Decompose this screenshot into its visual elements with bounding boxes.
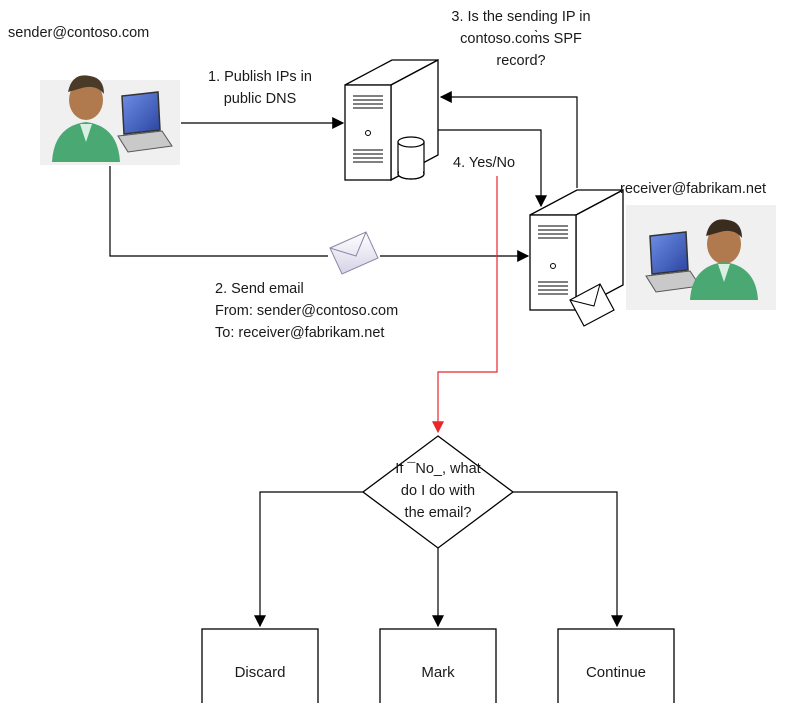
step2-line1: 2. Send email bbox=[215, 281, 304, 297]
step2-label: 2. Send email From: sender@contoso.com T… bbox=[215, 278, 398, 344]
receiver-person-icon bbox=[626, 205, 776, 310]
decision-line3: the email? bbox=[404, 505, 472, 521]
mark-box bbox=[379, 628, 497, 703]
arrow-to-decision bbox=[432, 176, 498, 434]
database-icon bbox=[397, 136, 425, 180]
continue-box bbox=[557, 628, 675, 703]
sender-person-icon bbox=[40, 75, 180, 165]
step4-label: 4. Yes/No bbox=[453, 155, 516, 171]
envelope-icon bbox=[329, 231, 379, 275]
arrow-send-email bbox=[109, 166, 328, 257]
decision-line1: If ¯No_, what bbox=[395, 461, 481, 477]
arrow-spf-query bbox=[439, 91, 578, 188]
step2-line3: To: receiver@fabrikam.net bbox=[215, 325, 385, 341]
arrow-continue bbox=[513, 491, 623, 628]
decision-line2: do I do with bbox=[400, 483, 476, 499]
step2-line2: From: sender@contoso.com bbox=[215, 303, 399, 319]
step3-line1: 3. Is the sending IP in bbox=[451, 9, 591, 25]
step3-label: 3. Is the sending IP in contoso.com̀s SP… bbox=[426, 6, 616, 72]
arrow-discard bbox=[254, 491, 363, 628]
decision-label: If ¯No_, what do I do with the email? bbox=[378, 458, 498, 524]
discard-box bbox=[201, 628, 319, 703]
step1-label: 1. Publish IPs in public DNS bbox=[198, 66, 322, 110]
step3-line3: record? bbox=[496, 53, 546, 69]
dns-server-icon bbox=[344, 58, 439, 182]
server-envelope-icon bbox=[569, 283, 615, 327]
sender-address: sender@contoso.com bbox=[8, 25, 150, 41]
discard-label: Discard bbox=[234, 664, 286, 681]
continue-label: Continue bbox=[585, 664, 647, 681]
step3-line2: contoso.com̀s SPF bbox=[460, 31, 582, 47]
mark-label: Mark bbox=[421, 664, 455, 681]
step1-line2: public DNS bbox=[223, 91, 297, 107]
arrow-yes-no bbox=[438, 129, 547, 208]
receiver-address: receiver@fabrikam.net bbox=[620, 181, 767, 197]
mail-server-icon bbox=[529, 188, 624, 312]
step1-line1: 1. Publish IPs in bbox=[208, 69, 312, 85]
